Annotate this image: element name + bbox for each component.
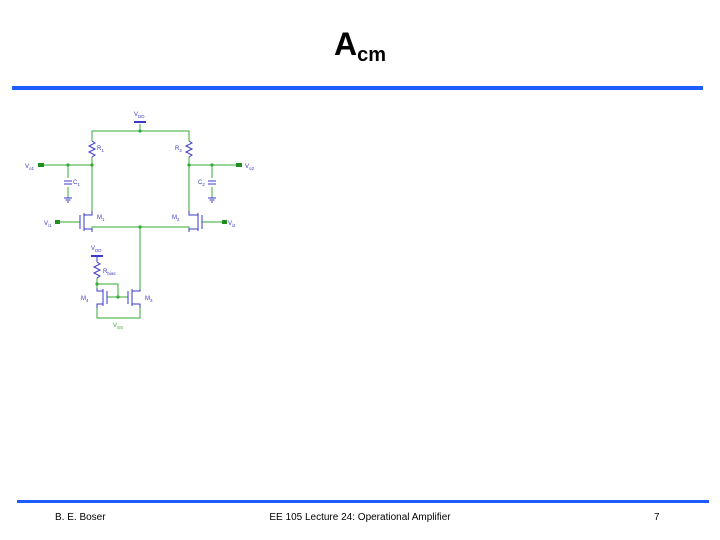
title-main: A <box>333 26 358 62</box>
vo1-label: Vo1 <box>25 164 35 171</box>
vi2-label: Vi2 <box>228 221 236 228</box>
m3-label: M3 <box>145 296 153 303</box>
ground-c1 <box>64 197 72 203</box>
m4-transistor <box>96 288 108 308</box>
r2-resistor <box>184 140 194 158</box>
vdd-bias-label: VDD <box>91 246 102 253</box>
schematic-terminals <box>38 163 242 224</box>
rbias-label: Rbias <box>103 269 116 276</box>
m2-label: M2 <box>172 215 180 222</box>
vi1-label: Vi1 <box>44 221 52 228</box>
title-subscript: cm <box>357 44 386 66</box>
vi1-terminal <box>55 220 60 224</box>
vi2-terminal <box>222 220 227 224</box>
m1-transistor <box>79 211 93 232</box>
schematic-components <box>64 121 216 308</box>
schematic-nodes <box>66 129 214 299</box>
footer-course-title: EE 105 Lecture 24: Operational Amplifier <box>269 512 451 523</box>
slide-title: Acm <box>0 26 720 66</box>
schematic-wires <box>42 124 238 319</box>
vss-label: VSS <box>113 323 123 330</box>
r2-label: R2 <box>175 146 182 153</box>
title-divider <box>12 86 703 90</box>
footer-author: B. E. Boser <box>55 512 106 523</box>
vo1-terminal <box>38 163 44 167</box>
ground-c2 <box>208 197 216 203</box>
r1-resistor <box>87 140 97 158</box>
m3-transistor <box>127 289 141 308</box>
m1-label: M1 <box>97 215 105 222</box>
c2-label: C2 <box>198 180 205 187</box>
vo2-label: Vo2 <box>245 164 255 171</box>
m2-transistor <box>188 211 203 232</box>
vo2-terminal <box>236 163 242 167</box>
vdd-top-label: VDD <box>134 112 145 119</box>
m4-label: M4 <box>81 296 89 303</box>
footer-divider <box>17 500 709 503</box>
r1-label: R1 <box>97 146 104 153</box>
footer-page-number: 7 <box>654 512 660 523</box>
rbias-resistor <box>92 261 102 279</box>
c1-label: C1 <box>73 180 80 187</box>
